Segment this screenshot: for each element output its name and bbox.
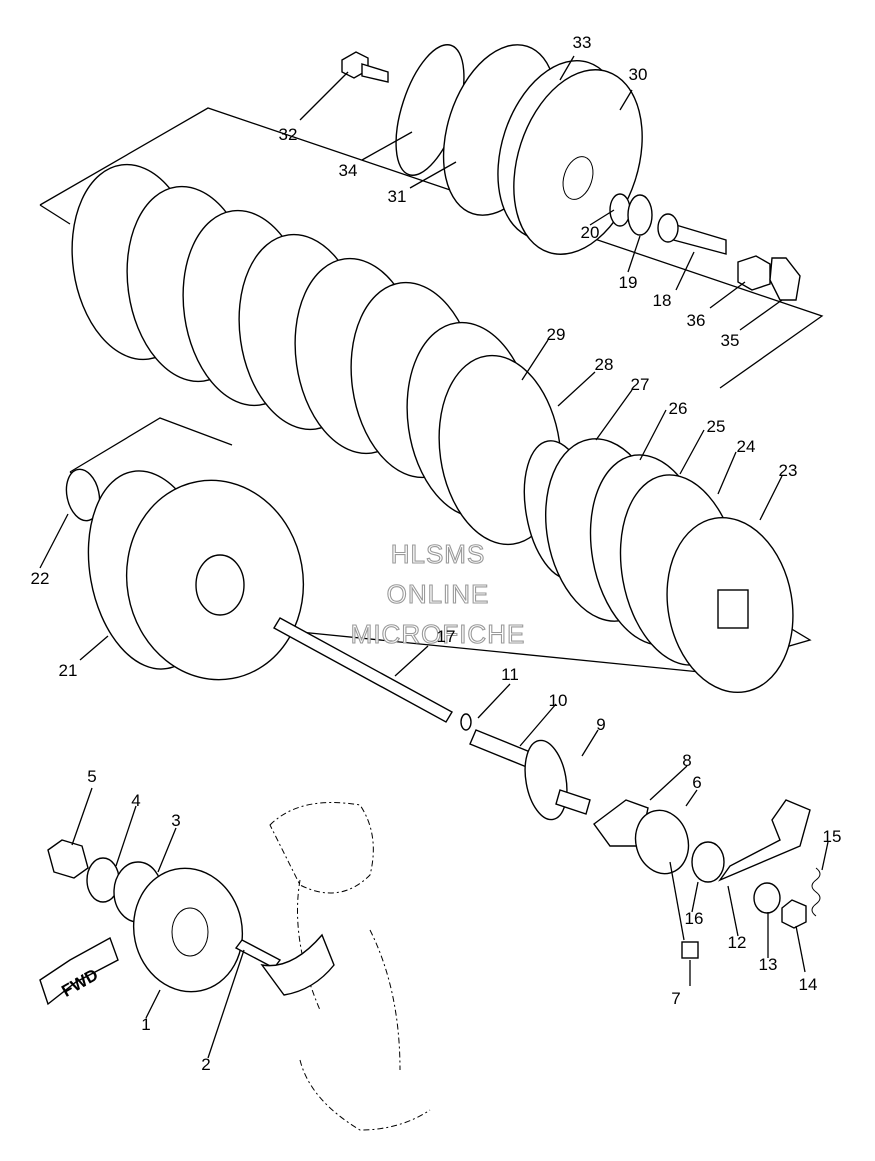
pressure-plate-group: [341, 44, 801, 301]
fwd-arrow: [39, 936, 119, 1006]
callout-25: 25: [707, 417, 726, 436]
clutch-boss-group: [523, 438, 794, 694]
push-lever-9: [524, 739, 568, 821]
pin-7: [681, 941, 699, 959]
ball-11: [460, 713, 472, 731]
callout-13: 13: [759, 955, 778, 974]
crankshaft: [260, 933, 335, 996]
callout-numbers: 1 2 3 4 5 6 7 8 9 10 11 12 13 14 15 16 1…: [31, 33, 842, 1074]
callout-31: 31: [388, 187, 407, 206]
callout-18: 18: [653, 291, 672, 310]
callout-1: 1: [141, 1015, 150, 1034]
callout-27: 27: [631, 375, 650, 394]
callout-19: 19: [619, 273, 638, 292]
push-rod-17: [273, 617, 453, 723]
collar-16: [691, 841, 725, 883]
callout-2: 2: [201, 1055, 210, 1074]
bearing-6: [634, 809, 690, 875]
callout-11: 11: [501, 665, 519, 684]
callout-3: 3: [171, 811, 180, 830]
callout-29: 29: [547, 325, 566, 344]
callout-10: 10: [549, 691, 568, 710]
shaft-group: [273, 617, 591, 821]
primary-drive-gear-group: [39, 802, 431, 1131]
callout-22: 22: [31, 569, 50, 588]
lever-assembly: [593, 799, 821, 959]
callout-8: 8: [682, 751, 691, 770]
callout-23: 23: [779, 461, 798, 480]
callout-9: 9: [596, 715, 605, 734]
callout-26: 26: [669, 399, 688, 418]
callout-5: 5: [87, 767, 96, 786]
washer-22: [65, 468, 101, 522]
nut-36: [737, 255, 771, 291]
callout-33: 33: [573, 33, 592, 52]
callout-24: 24: [737, 437, 756, 456]
washer-13: [753, 882, 781, 914]
lever-12: [717, 799, 811, 882]
watermark-line-2: ONLINE: [387, 579, 490, 609]
callout-12: 12: [728, 933, 747, 952]
callout-30: 30: [629, 65, 648, 84]
primary-driven-gear-group: [65, 468, 305, 681]
callout-4: 4: [131, 791, 140, 810]
callout-6: 6: [692, 773, 701, 792]
watermark-line-3: MICROFICHE: [351, 619, 526, 649]
watermark-line-1: HLSMS: [391, 539, 486, 569]
spring-15: [811, 867, 821, 917]
callout-36: 36: [687, 311, 706, 330]
callout-21: 21: [59, 661, 78, 680]
leader-lines: [39, 55, 829, 1059]
bearing-19: [627, 194, 653, 236]
primary-drive-gear-1: [132, 867, 244, 993]
clutch-plate-stack: [71, 163, 562, 546]
callout-35: 35: [721, 331, 740, 350]
callout-28: 28: [595, 355, 614, 374]
callout-7: 7: [671, 989, 680, 1008]
nut-14: [781, 899, 807, 929]
callout-14: 14: [799, 975, 818, 994]
nut-5: [47, 839, 89, 879]
callout-16: 16: [685, 909, 704, 928]
watermark: HLSMS ONLINE MICROFICHE: [350, 538, 526, 649]
callout-17: 17: [437, 627, 456, 646]
bolt-32-thread: [361, 63, 389, 83]
callout-15: 15: [823, 827, 842, 846]
callout-34: 34: [339, 161, 358, 180]
callout-20: 20: [581, 223, 600, 242]
callout-32: 32: [279, 125, 298, 144]
washer-35: [769, 257, 801, 301]
